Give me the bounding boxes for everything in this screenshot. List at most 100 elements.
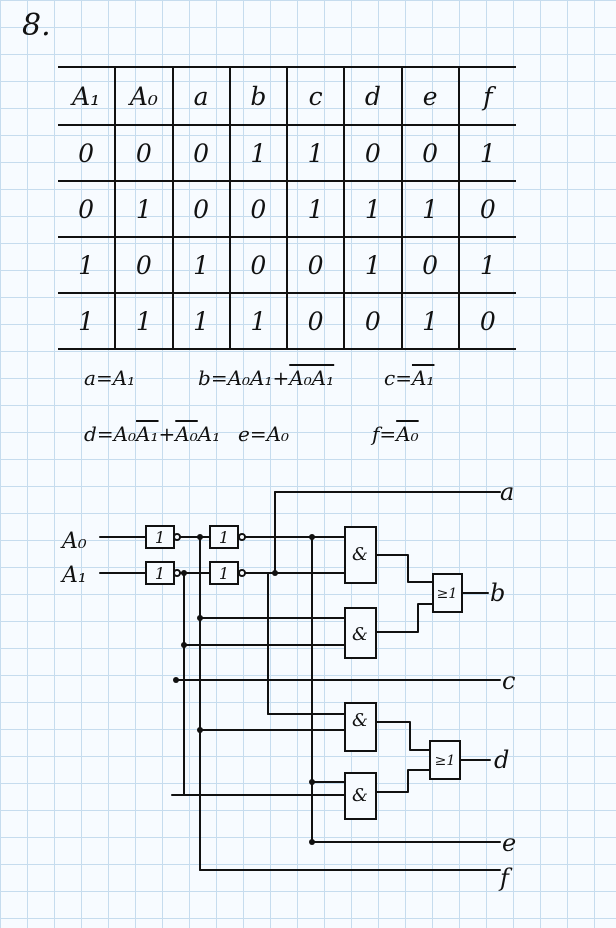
not-gate-A1-2: 1 bbox=[209, 561, 246, 585]
equals-sign: = bbox=[95, 366, 113, 390]
logic-circuit: 1 1 1 1 & & & & ≥1 ≥1 A₀ A₁ bbox=[60, 478, 516, 892]
table-cell: 1 bbox=[458, 237, 516, 294]
table-cell: 0 bbox=[458, 293, 516, 350]
not-gate-A0-1: 1 bbox=[145, 525, 181, 549]
equation-f-lhs: f bbox=[372, 422, 380, 446]
table-cell: 1 bbox=[344, 181, 403, 238]
junction-dot bbox=[309, 534, 315, 540]
equals-sign: = bbox=[249, 422, 267, 446]
output-label-b: b bbox=[490, 579, 505, 607]
junction-dot bbox=[173, 677, 179, 683]
equals-sign: = bbox=[395, 366, 412, 390]
table-cell: 0 bbox=[287, 237, 346, 294]
table-cell: 1 bbox=[229, 293, 289, 350]
equation-e: e=A₀ bbox=[238, 422, 289, 446]
table-cell: 1 bbox=[115, 181, 174, 238]
equals-sign: = bbox=[379, 422, 397, 446]
junction-dot bbox=[272, 570, 278, 576]
and-gate-4: & bbox=[344, 772, 377, 820]
or-gate-2: ≥1 bbox=[429, 740, 461, 780]
table-cell: 0 bbox=[344, 125, 403, 182]
plus-sign: + bbox=[158, 422, 176, 446]
junction-dot bbox=[181, 570, 187, 576]
table-cell: 1 bbox=[401, 293, 460, 350]
table-cell: 0 bbox=[172, 181, 231, 238]
equation-b-lhs: b bbox=[198, 366, 211, 390]
equals-sign: = bbox=[210, 366, 228, 390]
table-cell: 1 bbox=[287, 181, 346, 238]
equation-a: a=A₁ bbox=[84, 366, 135, 390]
table-cell: 1 bbox=[458, 125, 516, 182]
junction-dot bbox=[181, 642, 187, 648]
not-gate-A1-1: 1 bbox=[145, 561, 181, 585]
equation-b: b=A₀A₁+A₀A₁ bbox=[198, 366, 334, 390]
equation-c: c=A₁ bbox=[384, 366, 434, 390]
equation-e-lhs: e bbox=[238, 422, 250, 446]
not-gate-symbol: 1 bbox=[219, 564, 229, 583]
junction-dot bbox=[309, 779, 315, 785]
header-A0: A₀ bbox=[115, 66, 174, 126]
equation-d-lhs: d bbox=[84, 422, 97, 446]
table-cell: 0 bbox=[58, 181, 117, 238]
wire-and3-or2 bbox=[375, 721, 431, 751]
table-row: 1 1 1 1 0 0 1 0 bbox=[58, 293, 516, 350]
table-cell: 1 bbox=[58, 293, 117, 350]
equation-d-term1a: A₀ bbox=[113, 422, 137, 446]
and-gate-symbol: & bbox=[352, 544, 368, 565]
wire-and1-or1 bbox=[375, 554, 434, 583]
and-gate-symbol: & bbox=[352, 785, 368, 806]
junction-dot bbox=[197, 615, 203, 621]
and-gate-1: & bbox=[344, 526, 377, 584]
equation-b-term1: A₀A₁ bbox=[227, 366, 273, 390]
junction-dot bbox=[309, 839, 315, 845]
table-cell: 0 bbox=[172, 125, 231, 182]
table-cell: 0 bbox=[344, 293, 403, 350]
table-cell: 1 bbox=[401, 181, 460, 238]
truth-table: A₁ A₀ a b c d e f 0 0 0 1 1 0 0 1 0 1 0 … bbox=[58, 66, 516, 350]
wire-and4-or2 bbox=[375, 769, 431, 793]
equation-d-term2a: A₀ bbox=[175, 422, 198, 446]
header-b: b bbox=[229, 66, 289, 126]
table-cell: 0 bbox=[401, 125, 460, 182]
table-cell: 0 bbox=[458, 181, 516, 238]
table-row: 0 1 0 0 1 1 1 0 bbox=[58, 181, 516, 238]
header-A1: A₁ bbox=[58, 66, 117, 126]
output-label-c: c bbox=[502, 667, 515, 695]
not-gate-symbol: 1 bbox=[155, 564, 165, 583]
header-c: c bbox=[287, 66, 346, 126]
equation-d: d=A₀A₁+A₀A₁ bbox=[84, 422, 220, 446]
output-label-a: a bbox=[500, 478, 514, 506]
equation-f-rhs: A₀ bbox=[396, 422, 419, 446]
table-cell: 1 bbox=[229, 125, 289, 182]
and-gate-2: & bbox=[344, 607, 377, 659]
not-gate-symbol: 1 bbox=[219, 528, 229, 547]
equals-sign: = bbox=[96, 422, 114, 446]
input-label-A1: A₁ bbox=[60, 563, 87, 588]
or-gate-symbol: ≥1 bbox=[437, 586, 458, 602]
header-a: a bbox=[172, 66, 231, 126]
and-gate-symbol: & bbox=[352, 710, 368, 731]
problem-number: 8. bbox=[22, 8, 51, 43]
header-e: e bbox=[401, 66, 460, 126]
equation-c-rhs: A₁ bbox=[411, 366, 435, 390]
table-cell: 0 bbox=[58, 125, 117, 182]
wires bbox=[99, 491, 501, 871]
output-label-d: d bbox=[494, 746, 509, 774]
table-cell: 1 bbox=[172, 237, 231, 294]
equation-d-term2b: A₁ bbox=[197, 422, 221, 446]
output-label-e: e bbox=[502, 829, 516, 857]
table-cell: 0 bbox=[115, 237, 174, 294]
equation-f: f=A₀ bbox=[372, 422, 419, 446]
or-gate-symbol: ≥1 bbox=[435, 753, 456, 769]
equation-c-lhs: c bbox=[384, 366, 396, 390]
equation-e-rhs: A₀ bbox=[266, 422, 290, 446]
table-cell: 1 bbox=[287, 125, 346, 182]
table-cell: 0 bbox=[287, 293, 346, 350]
header-f: f bbox=[458, 66, 516, 126]
or-gate-1: ≥1 bbox=[432, 573, 463, 613]
table-row: 0 0 0 1 1 0 0 1 bbox=[58, 125, 516, 182]
table-cell: 0 bbox=[229, 237, 289, 294]
junction-dot bbox=[197, 727, 203, 733]
table-header-row: A₁ A₀ a b c d e f bbox=[58, 66, 516, 126]
not-gate-A0-2: 1 bbox=[209, 525, 246, 549]
